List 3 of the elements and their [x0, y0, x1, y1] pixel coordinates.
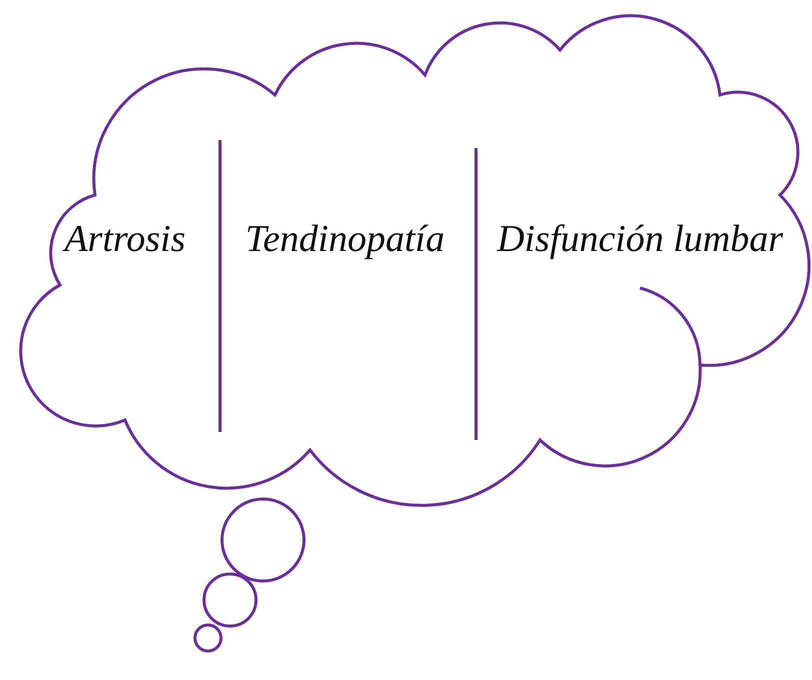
node-label: Tendinopatía	[245, 219, 445, 261]
node-label: Artrosis	[64, 219, 186, 261]
node-label: Disfunción lumbar	[496, 219, 784, 261]
